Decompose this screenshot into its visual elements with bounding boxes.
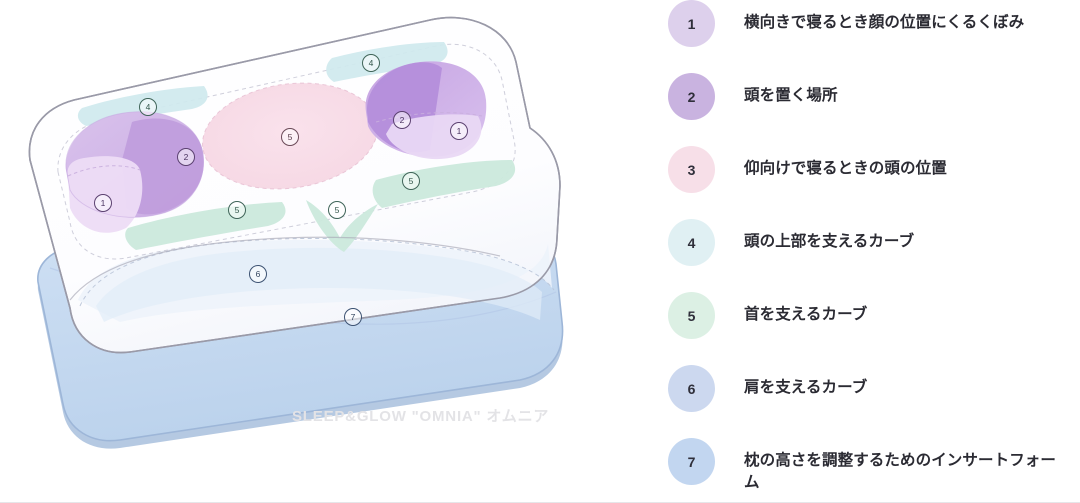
pillow-marker-4[interactable]: 4 — [139, 98, 157, 116]
pillow-marker-5[interactable]: 5 — [402, 172, 420, 190]
legend-item[interactable]: 4 頭の上部を支えるカーブ — [668, 219, 1068, 266]
legend-bullet-1: 1 — [668, 0, 715, 47]
legend-label: 肩を支えるカーブ — [744, 379, 868, 396]
legend-bullet-2: 2 — [668, 73, 715, 120]
legend-label: 横向きで寝るとき顔の位置にくるくぼみ — [744, 14, 1025, 31]
legend-label: 頭の上部を支えるカーブ — [744, 233, 915, 250]
legend-item[interactable]: 7 枕の高さを調整するためのインサートフォーム — [668, 438, 1068, 494]
pillow-marker-2[interactable]: 2 — [177, 148, 195, 166]
legend-bullet-7: 7 — [668, 438, 715, 485]
pillow-marker-7[interactable]: 7 — [344, 308, 362, 326]
pillow-marker-4[interactable]: 4 — [362, 54, 380, 72]
legend-label: 頭を置く場所 — [744, 87, 838, 104]
legend-item[interactable]: 6 肩を支えるカーブ — [668, 365, 1068, 412]
pillow-marker-1[interactable]: 1 — [450, 122, 468, 140]
pillow-illustration-panel: 4 4 2 1 5 2 5 1 5 5 6 7 SLEEP&GLOW "OMNIA" オムニア — [28, 16, 564, 449]
feature-legend-panel: 1 横向きで寝るとき顔の位置にくるくぼみ 2 頭を置く場所 3 仰向けで寝るときの頭の位置… — [650, 0, 1080, 503]
legend-bullet-3: 3 — [668, 146, 715, 193]
pillow-marker-2[interactable]: 2 — [393, 111, 411, 129]
pillow-marker-6[interactable]: 6 — [249, 265, 267, 283]
legend-item[interactable]: 1 横向きで寝るとき顔の位置にくるくぼみ — [668, 0, 1068, 47]
legend-item[interactable]: 2 頭を置く場所 — [668, 73, 1068, 120]
legend-bullet-4: 4 — [668, 219, 715, 266]
legend-bullet-6: 6 — [668, 365, 715, 412]
legend-bullet-5: 5 — [668, 292, 715, 339]
pillow-marker-1[interactable]: 1 — [94, 194, 112, 212]
legend-label: 枕の高さを調整するためのインサートフォーム — [744, 452, 1057, 491]
legend-item[interactable]: 5 首を支えるカーブ — [668, 292, 1068, 339]
legend-item[interactable]: 3 仰向けで寝るときの頭の位置 — [668, 146, 1068, 193]
pillow-marker-5[interactable]: 5 — [228, 201, 246, 219]
brand-watermark: SLEEP&GLOW "OMNIA" オムニア — [292, 408, 550, 425]
pillow-marker-5[interactable]: 5 — [281, 128, 299, 146]
legend-label: 首を支えるカーブ — [744, 306, 868, 323]
pillow-marker-5[interactable]: 5 — [328, 201, 346, 219]
legend-label: 仰向けで寝るときの頭の位置 — [744, 160, 947, 177]
pillow-illustration-svg — [28, 16, 564, 449]
zone-5-neck-curves — [125, 160, 516, 252]
